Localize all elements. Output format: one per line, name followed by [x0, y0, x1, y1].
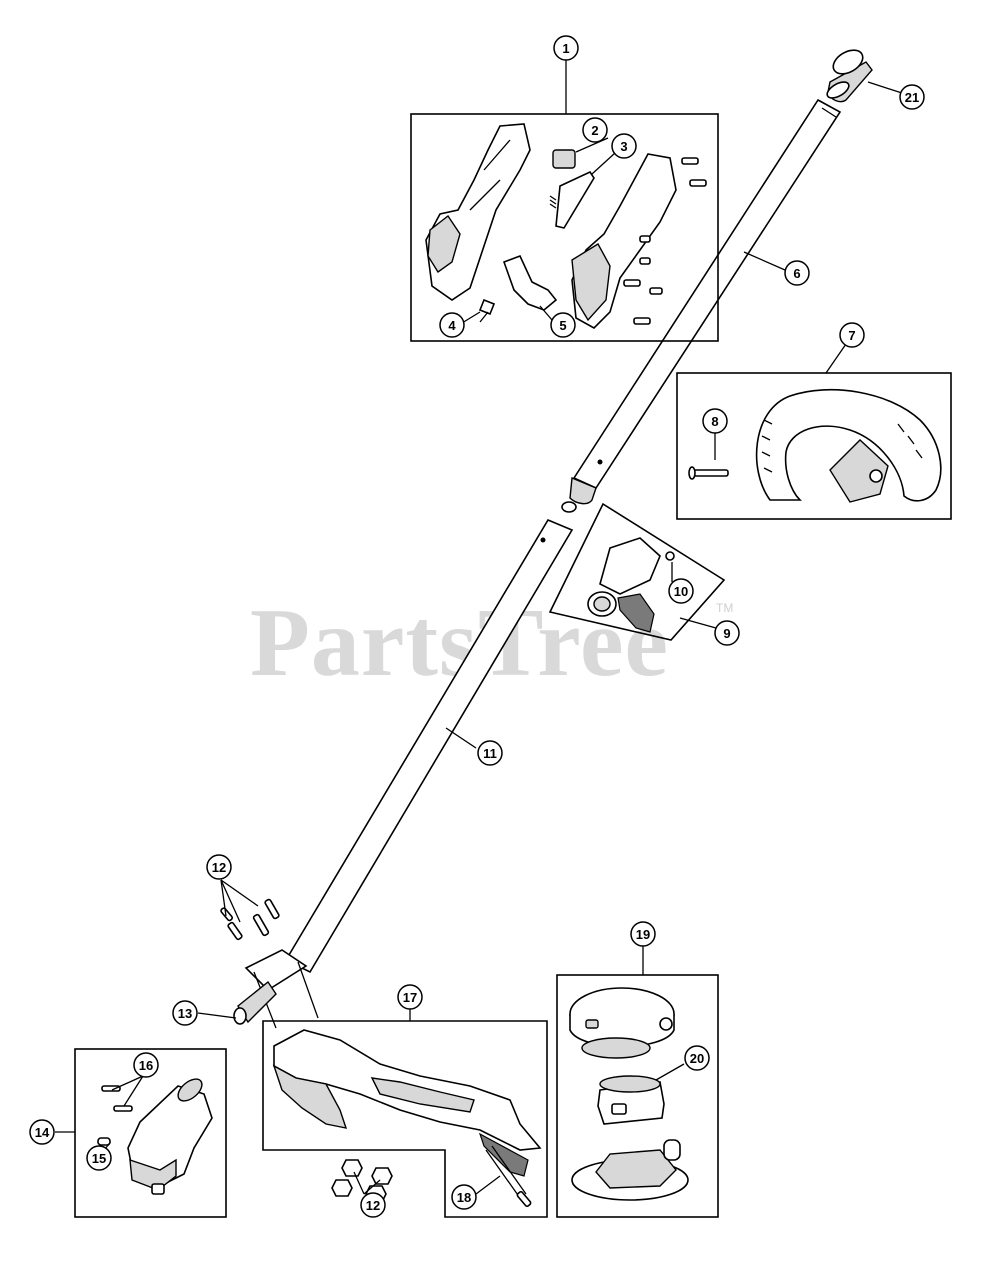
callout-4: 4: [439, 312, 465, 338]
trimmer-head-parts: [569, 987, 689, 1201]
callout-20-label: 20: [690, 1051, 704, 1066]
callout-11-label: 11: [483, 746, 497, 761]
callout-13-label: 13: [178, 1006, 192, 1021]
callout-15-label: 15: [92, 1151, 106, 1166]
gearhead-box: [74, 1048, 227, 1218]
callout-6: 6: [784, 260, 810, 286]
callout-13: 13: [172, 1000, 198, 1026]
callout-5: 5: [550, 312, 576, 338]
trimmer-head-box: [556, 974, 719, 1218]
callout-leaders: [55, 60, 909, 1195]
callout-8-label: 8: [711, 414, 718, 429]
callout-11: 11: [477, 740, 503, 766]
assist-handle-parts: [688, 388, 942, 503]
guard-box: [262, 1020, 548, 1218]
callout-20: 20: [684, 1045, 710, 1071]
coupler-box: [548, 502, 726, 641]
callout-21: 21: [899, 84, 925, 110]
shaft-bracket: [220, 898, 319, 1029]
callout-10-label: 10: [674, 584, 688, 599]
upper-shaft: [569, 98, 842, 505]
callout-19: 19: [630, 921, 656, 947]
callout-12-top-label: 12: [212, 860, 226, 875]
callout-7-label: 7: [848, 328, 855, 343]
callout-14: 14: [29, 1119, 55, 1145]
callout-12-top: 12: [206, 854, 232, 880]
handle-housing-parts: [425, 123, 707, 329]
lower-shaft: [284, 501, 577, 974]
callout-19-label: 19: [636, 927, 650, 942]
callout-9-label: 9: [723, 626, 730, 641]
callout-14-label: 14: [35, 1125, 50, 1140]
callout-2: 2: [582, 117, 608, 143]
coupler-parts: [587, 537, 675, 633]
callout-16-label: 16: [139, 1058, 153, 1073]
callout-6-label: 6: [793, 266, 800, 281]
callout-12-bottom: 12: [360, 1192, 386, 1218]
gearhead-parts: [97, 1078, 213, 1195]
callout-12-bottom-label: 12: [366, 1198, 380, 1213]
assist-handle-box: [676, 372, 952, 520]
callout-16: 16: [133, 1052, 159, 1078]
watermark-trademark: TM: [716, 601, 733, 615]
callout-1: 1: [553, 35, 579, 61]
guard-parts: [272, 1029, 542, 1208]
callout-1-label: 1: [562, 41, 569, 56]
callout-21-label: 21: [905, 90, 919, 105]
callout-8: 8: [702, 408, 728, 434]
drive-shaft-end: [233, 980, 277, 1025]
handle-housing-box: [410, 113, 719, 342]
callout-5-label: 5: [559, 318, 566, 333]
callout-3-label: 3: [620, 139, 627, 154]
callout-3: 3: [611, 133, 637, 159]
callout-15: 15: [86, 1145, 112, 1171]
callout-10: 10: [668, 578, 694, 604]
callout-17-label: 17: [403, 990, 417, 1005]
callout-18-label: 18: [457, 1190, 471, 1205]
callout-9: 9: [714, 620, 740, 646]
callout-18: 18: [451, 1184, 477, 1210]
callout-2-label: 2: [591, 123, 598, 138]
top-cap: [826, 49, 873, 103]
callout-4-label: 4: [448, 318, 456, 333]
callout-17: 17: [397, 984, 423, 1010]
callout-7: 7: [839, 322, 865, 348]
